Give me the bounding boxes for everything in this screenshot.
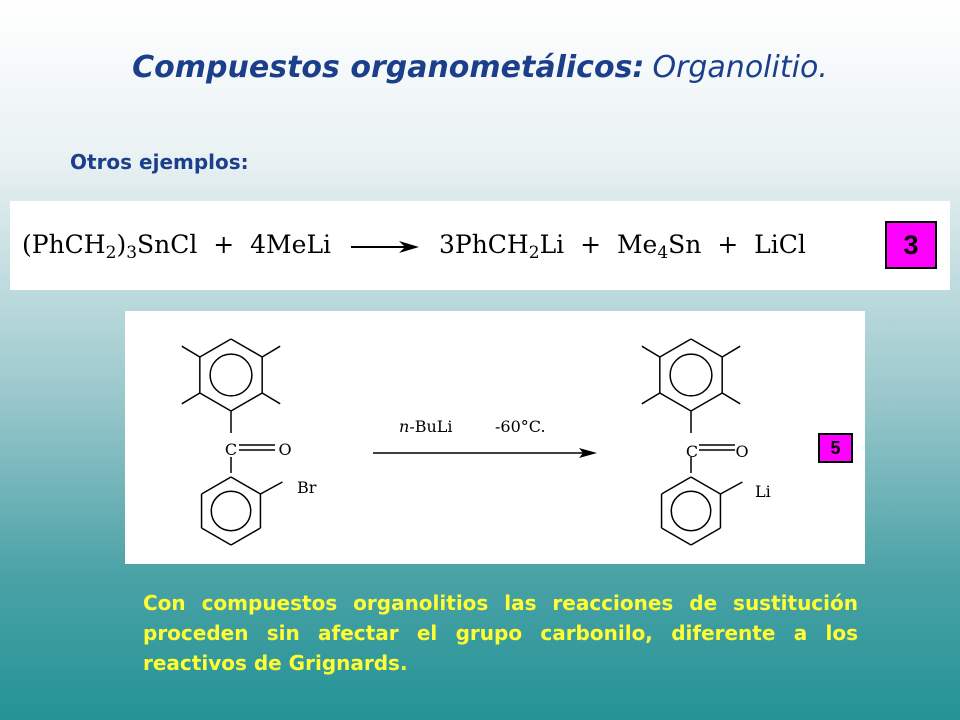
carbonyl-oxygen-right: O (735, 442, 748, 461)
reaction-scheme-diagram: C O Br C O Li n-BuLi -60°C. (181, 338, 771, 546)
product-molecule (641, 338, 743, 546)
product-3: LiCl (754, 230, 806, 259)
substituent-lithium: Li (755, 482, 771, 501)
conditions-label: -60°C. (495, 417, 546, 436)
subtitle: Otros ejemplos: (70, 150, 249, 174)
description-text: Con compuestos organolitios las reaccion… (143, 591, 858, 675)
carbonyl-carbon-left: C (225, 440, 237, 459)
carbonyl-oxygen-left: O (278, 440, 291, 459)
title-sub: Organolitio. (652, 50, 828, 85)
reactant-molecule (181, 338, 283, 546)
slide-title: Compuestos organometálicos:Organolitio. (0, 48, 960, 88)
reaction-number-badge: 5 (818, 433, 853, 463)
product-2: Me4Sn (616, 230, 702, 263)
plus-sign: + (580, 230, 602, 259)
reagent-label: n-BuLi (399, 417, 453, 436)
substituent-bromine: Br (297, 478, 317, 497)
reaction-arrow-icon (351, 240, 420, 253)
reaction-arrow-icon (373, 448, 597, 458)
title-main: Compuestos organometálicos: (132, 50, 645, 85)
plus-sign: + (717, 230, 739, 259)
reaction-number-badge: 3 (885, 221, 937, 269)
plus-sign: + (213, 230, 235, 259)
equation-panel: (PhCH2)3SnCl + 4MeLi 3PhCH2Li + Me4Sn + … (10, 201, 950, 290)
reaction-scheme-panel: C O Br C O Li n-BuLi -60°C. 5 (125, 311, 865, 564)
carbonyl-carbon-right: C (686, 442, 698, 461)
reactant-1: (PhCH2)3SnCl (22, 230, 198, 263)
chemical-equation: (PhCH2)3SnCl + 4MeLi 3PhCH2Li + Me4Sn + … (22, 225, 806, 265)
reactant-2: 4MeLi (250, 230, 332, 259)
product-1: 3PhCH2Li (438, 230, 565, 263)
